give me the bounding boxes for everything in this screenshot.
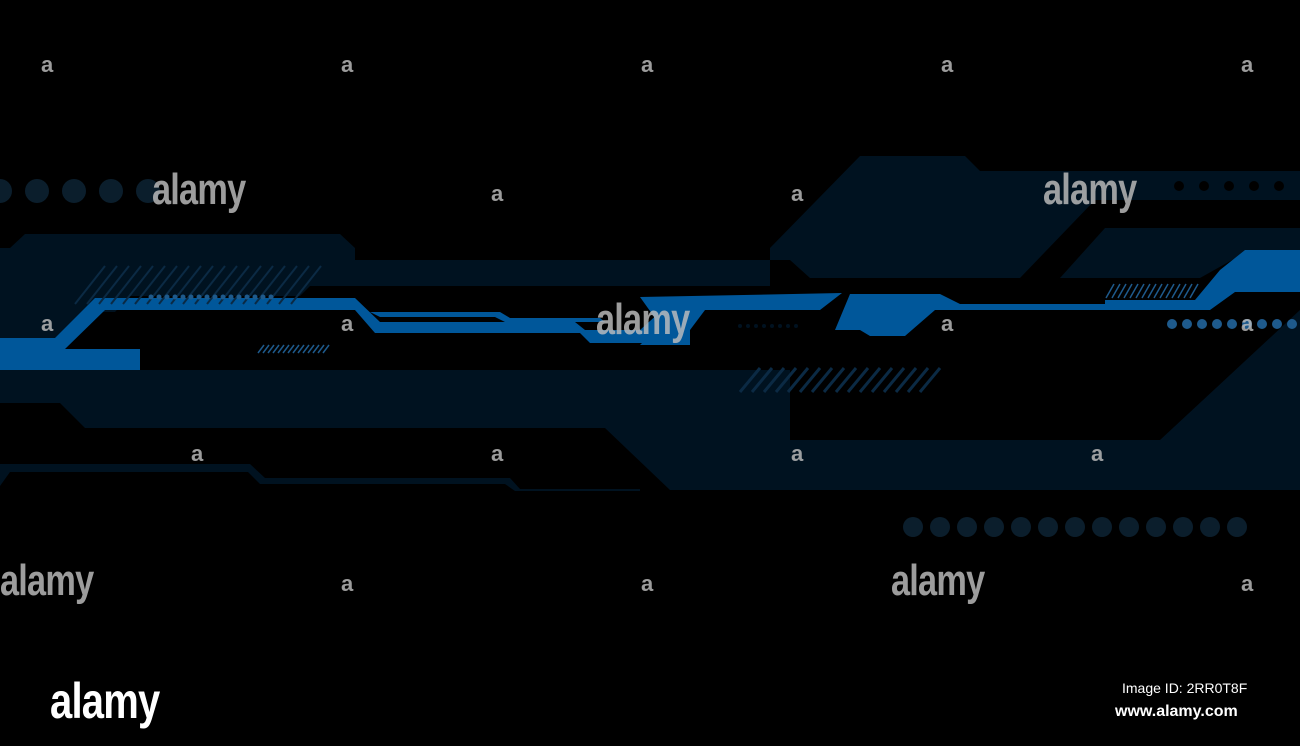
dot-row-blue-middle xyxy=(738,324,798,328)
dot-row-top-left xyxy=(0,179,160,203)
dot-row-top-right xyxy=(1174,181,1284,191)
dot-row-blue-right xyxy=(1167,319,1297,329)
dot-row-bottom xyxy=(903,517,1247,537)
dot-row-blue-left xyxy=(148,294,274,300)
stripe-group-middle xyxy=(738,367,942,393)
blue-accents xyxy=(0,250,1300,370)
image-id-label: Image ID: 2RR0T8F xyxy=(1122,680,1248,696)
stripe-group-small xyxy=(257,344,330,354)
stripe-group-right xyxy=(1105,283,1199,299)
dark-panels xyxy=(0,156,1300,491)
site-url: www.alamy.com xyxy=(1115,703,1238,720)
alamy-logo: alamy xyxy=(50,673,160,729)
stock-footer-bar xyxy=(0,664,1300,746)
